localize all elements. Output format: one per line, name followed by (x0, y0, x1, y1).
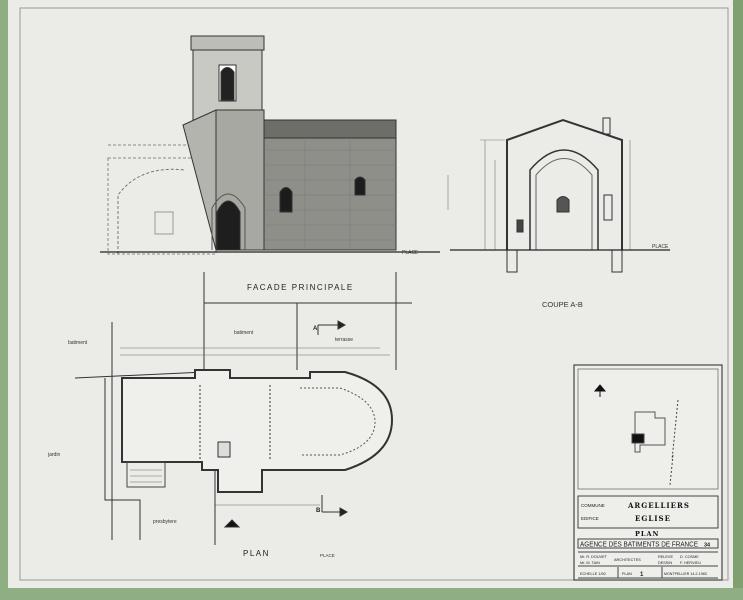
releve-label: RELEVE (658, 555, 673, 559)
commune-value: ARGELLIERS (627, 501, 690, 510)
coupe-place-label: PLACE (652, 244, 669, 250)
bottom-green-edge (0, 588, 743, 600)
architect-1: Mr. R. DOUVET (580, 555, 608, 559)
plan-number-label: PLAN (622, 572, 632, 576)
edifice-label: EDIFICE (581, 516, 599, 521)
right-green-edge (733, 0, 743, 600)
facade-place-label: PLACE (402, 250, 419, 256)
architects-label: ARCHITECTES (614, 558, 641, 562)
dessin-label: DESSIN (658, 561, 672, 565)
plan-place-label: PLACE (320, 553, 335, 558)
batiment-top-label: batiment (234, 330, 254, 336)
scale-value: ECHELLE 1/50 (580, 572, 606, 576)
place-date: MONTPELLIER 14-2-1983 (664, 572, 707, 576)
dessin-value: F. HERVIEU (680, 561, 701, 565)
section-coupe-ab: PLACE (447, 117, 670, 273)
left-green-edge (0, 0, 8, 600)
batiment-left-label: batiment (68, 340, 88, 346)
releve-value: D. COSME (680, 555, 699, 559)
floor-plan (74, 272, 412, 545)
commune-label: COMMUNE (581, 503, 605, 508)
presbytere-label: presbytere (153, 519, 177, 525)
terrasse-label: terrasse (335, 337, 353, 343)
nave-wall (263, 119, 397, 251)
drawing-type: PLAN (635, 530, 659, 538)
plan-title: PLAN (243, 549, 270, 558)
north-arrow-icon (593, 384, 607, 397)
jardin-label: jardin (47, 452, 60, 458)
plan-number: 1 (640, 572, 644, 578)
section-b-marker: B (316, 508, 321, 514)
section-a-marker: A (313, 326, 318, 332)
edifice-value: EGLISE (635, 514, 671, 523)
coupe-title: COUPE A-B (542, 300, 583, 309)
entrance-door (216, 200, 241, 251)
church-location-marker (631, 433, 645, 444)
facade-title: FACADE PRINCIPALE (247, 283, 354, 292)
department-number: 34 (704, 543, 711, 549)
facade-elevation: PLACE (100, 35, 440, 256)
sheet-frame (19, 7, 729, 581)
title-block (573, 364, 723, 581)
architect-2: Mr. M. TAIN (580, 561, 600, 565)
tower-cap (190, 35, 265, 51)
agency-name: AGENCE DES BATIMENTS DE FRANCE (580, 542, 698, 549)
north-arrow-entrance (223, 519, 241, 528)
